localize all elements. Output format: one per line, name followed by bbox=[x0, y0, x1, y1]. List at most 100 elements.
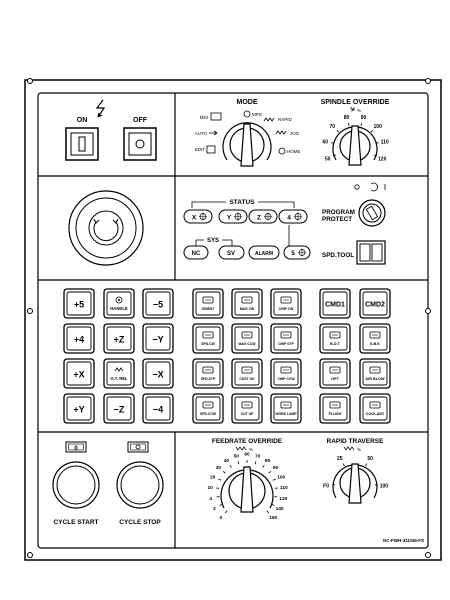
key-label: −Z bbox=[114, 405, 125, 415]
feedrate-knob-pointer bbox=[240, 466, 254, 513]
jog-key-x[interactable]: +X bbox=[63, 358, 95, 389]
command-key-flush[interactable]: FLUSH bbox=[319, 393, 351, 424]
sys-title: SYS bbox=[207, 238, 219, 244]
mounting-hole bbox=[27, 308, 33, 314]
function-key-cust-ok[interactable]: CUST OK bbox=[231, 358, 263, 389]
key-label: −X bbox=[152, 370, 163, 380]
scale-label: 25 bbox=[337, 456, 343, 462]
alarm-label: ALARM bbox=[255, 251, 273, 257]
function-key-work-lamp[interactable]: WORK LAMP bbox=[270, 393, 302, 424]
rapid-traverse-title: RAPID TRAVERSE bbox=[327, 438, 385, 445]
function-key-chip-cw[interactable]: CHIP CW bbox=[270, 288, 302, 319]
spindle-override-knob[interactable] bbox=[332, 125, 378, 166]
rotate-release-icon bbox=[93, 221, 119, 242]
mode-auto-label: AUTO bbox=[195, 131, 208, 136]
function-key-cut-up[interactable]: CUT UP bbox=[231, 393, 263, 424]
mode-selector-knob[interactable] bbox=[222, 122, 272, 167]
program-protect-keyswitch[interactable] bbox=[358, 199, 386, 227]
key-label: MAG CW bbox=[240, 307, 255, 311]
scale-label: 2 bbox=[213, 506, 216, 512]
scale-tick bbox=[272, 478, 276, 481]
scale-label: 60 bbox=[323, 140, 329, 146]
scale-label: 50 bbox=[367, 456, 373, 462]
key-label: O.T. REL bbox=[110, 376, 128, 381]
mode-edit-label: EDIT bbox=[195, 147, 206, 152]
key-label: AIR BLOW bbox=[365, 377, 385, 381]
scale-tick bbox=[237, 461, 240, 465]
scale-label: 150 bbox=[269, 515, 277, 521]
rapid-traverse-knob[interactable] bbox=[332, 463, 378, 504]
flush-icon bbox=[329, 401, 341, 409]
jog-key-4[interactable]: +4 bbox=[63, 323, 95, 354]
jog-key-4[interactable]: −4 bbox=[142, 393, 174, 424]
power-off-button[interactable] bbox=[123, 127, 157, 161]
scale-tick bbox=[342, 463, 345, 467]
function-key-chip-ccw[interactable]: CHIP CCW bbox=[270, 358, 302, 389]
command-key-opt[interactable]: OPT bbox=[319, 358, 351, 389]
function-key-spd-cw[interactable]: SPD.CW bbox=[192, 323, 224, 354]
scale-label: 80 bbox=[344, 115, 350, 121]
jog-key-x[interactable]: −X bbox=[142, 358, 174, 389]
command-key-cmd1[interactable]: CMD1 bbox=[319, 288, 351, 319]
edit-icon bbox=[206, 145, 216, 154]
command-key-s-b-k[interactable]: S.B.K bbox=[359, 323, 391, 354]
scale-label: 120 bbox=[279, 496, 287, 502]
spd-cw-icon bbox=[202, 331, 214, 339]
command-key-coolant[interactable]: COOLANT bbox=[359, 393, 391, 424]
command-key-b-d-t[interactable]: B.D.T bbox=[319, 323, 351, 354]
jog-key-5[interactable]: −5 bbox=[142, 288, 174, 319]
rapid-traverse-icon bbox=[343, 446, 355, 451]
key-label: −5 bbox=[153, 300, 163, 310]
jog-key-z[interactable]: +Z bbox=[103, 323, 135, 354]
jog-key-o-t-rel[interactable]: O.T. REL bbox=[103, 358, 135, 389]
sv-label: SV bbox=[227, 251, 235, 257]
command-key-air-blow[interactable]: AIR BLOW bbox=[359, 358, 391, 389]
feedrate-override-unit: % bbox=[249, 447, 253, 452]
jog-key-handle[interactable]: HANDLE bbox=[103, 288, 135, 319]
jog-key-5[interactable]: +5 bbox=[63, 288, 95, 319]
s-b-k-icon bbox=[369, 331, 381, 339]
jog-key-z[interactable]: −Z bbox=[103, 393, 135, 424]
function-key-mag-cw[interactable]: MAG CW bbox=[231, 288, 263, 319]
scale-tick bbox=[216, 496, 220, 498]
scale-label: 30 bbox=[216, 465, 222, 471]
rapid-icon bbox=[263, 117, 275, 122]
home-target-icon bbox=[294, 212, 302, 221]
jog-key-y[interactable]: +Y bbox=[63, 393, 95, 424]
scale-label: 40 bbox=[224, 458, 230, 464]
orient-icon bbox=[202, 296, 214, 304]
feedrate-override-knob[interactable] bbox=[220, 466, 274, 513]
cycle-start-button[interactable] bbox=[52, 461, 100, 509]
scale-tick bbox=[218, 478, 222, 481]
spd-stp-icon bbox=[202, 366, 214, 374]
function-key-spd-ccw[interactable]: SPD.CCW bbox=[192, 393, 224, 424]
jog-icon bbox=[275, 130, 287, 135]
key-label: SPD.CCW bbox=[200, 412, 217, 416]
axis-status-label: Y bbox=[227, 215, 232, 222]
command-key-cmd2[interactable]: CMD2 bbox=[359, 288, 391, 319]
power-on-button[interactable] bbox=[65, 127, 99, 161]
scale-label: 140 bbox=[276, 506, 284, 512]
air-blow-icon bbox=[369, 366, 381, 374]
mounting-hole bbox=[425, 78, 431, 84]
spd-tool-label: SPD.TOOL bbox=[322, 252, 354, 259]
scale-tick bbox=[268, 470, 272, 474]
axis-3-status-lamp: Z bbox=[248, 209, 278, 224]
emergency-stop-button[interactable] bbox=[68, 190, 144, 266]
key-label: OPT bbox=[331, 377, 339, 381]
key-label: CMD1 bbox=[325, 302, 345, 309]
function-key-chip-stp[interactable]: CHIP STP bbox=[270, 323, 302, 354]
cycle-stop-button[interactable] bbox=[116, 461, 164, 509]
cycle-stop-label: CYCLE STOP bbox=[119, 519, 161, 526]
jog-key-y[interactable]: −Y bbox=[142, 323, 174, 354]
function-key-orient[interactable]: ORIENT bbox=[192, 288, 224, 319]
function-key-spd-stp[interactable]: SPD.STP bbox=[192, 358, 224, 389]
spindle-knob-pointer bbox=[348, 125, 362, 166]
function-key-mag-ccw[interactable]: MAG CCW bbox=[231, 323, 263, 354]
axis-4-status-lamp: 4 bbox=[278, 209, 308, 224]
section-dividers bbox=[38, 93, 428, 548]
scale-label: 50 bbox=[234, 453, 240, 459]
